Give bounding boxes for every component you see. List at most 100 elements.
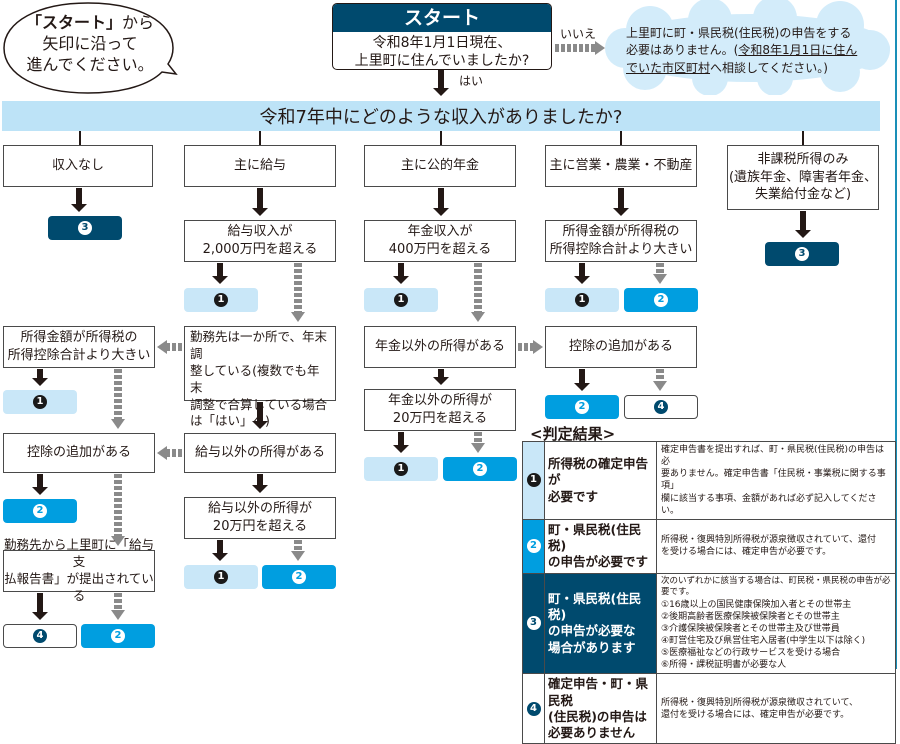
node-text: 給与以外の所得が (207, 501, 312, 517)
dashed-arrow-head (157, 340, 167, 354)
solid-arrow (393, 432, 409, 453)
cloud-line2-link: 令和8年1月1日に住ん (738, 43, 858, 58)
dashed-arrow-segment (294, 263, 302, 267)
start-question: 令和8年1月1日現在、 上里町に住んでいましたか? (333, 32, 551, 69)
dashed-arrow-segment (114, 534, 122, 536)
dashed-arrow-segment (573, 44, 577, 52)
solid-arrow (212, 540, 228, 561)
solid-arrow (252, 402, 268, 429)
result-number: 2 (473, 462, 487, 476)
dashed-arrow-segment (114, 369, 122, 373)
dashed-arrow-segment (114, 405, 122, 409)
node-salary-report: 勤務先から上里町に「給与支 払報告書」が提出されている (3, 537, 155, 603)
connector (802, 131, 804, 145)
category-label: 収入なし (51, 158, 104, 174)
dashed-arrow-segment (114, 528, 122, 532)
solid-arrow (212, 263, 228, 284)
node-text: 勤務先は一か所で、年末調 (190, 329, 328, 361)
legend-row-4: 4 確定申告・町・県民税(住民税)の申告は必要ありません 所得税・復興特別所得税… (522, 673, 896, 744)
dashed-arrow-segment (474, 275, 482, 279)
node-text: 20万円を超える (392, 411, 488, 426)
result-number: 4 (33, 629, 47, 643)
legend-desc: 還付を受ける場合には、確定申告が必要です。 (661, 709, 850, 720)
category-nontaxable: 非課税所得のみ (遺族年金、障害者年金、 失業給付金など) (727, 145, 879, 210)
dashed-arrow-head (471, 312, 485, 322)
solid-arrow (32, 474, 48, 495)
dashed-arrow-head (595, 41, 605, 55)
legend-title-text: (住民税)の申告は (548, 708, 647, 724)
result-number: 4 (654, 400, 668, 414)
start-title: スタート (333, 4, 551, 32)
node-left-income: 所得金額が所得税の 所得控除合計より大きい (3, 326, 155, 368)
dashed-arrow-segment (172, 449, 176, 457)
dashed-arrow-head (111, 536, 125, 546)
dashed-arrow-segment (114, 411, 122, 415)
connector (79, 131, 81, 145)
node-salary-other-over: 給与以外の所得が 20万円を超える (184, 497, 336, 539)
legend-desc: ⑥所得・課税証明書が必要な人 (661, 660, 787, 671)
solid-arrow (613, 188, 629, 216)
cloud-line3-plain: へ相談してください。) (710, 60, 828, 75)
dashed-arrow-segment (294, 281, 302, 285)
node-pension-other-income: 年金以外の所得がある (364, 326, 516, 368)
no-label: いいえ (560, 27, 597, 41)
result-2: 2 (545, 395, 619, 419)
dashed-arrow-segment (294, 546, 302, 550)
dashed-arrow-segment (114, 510, 122, 514)
node-text: 所得金額が所得税の (20, 330, 138, 346)
legend-row-2: 2 町・県民税(住民税)の申告が必要です 所得税・復興特別所得税が源泉徴収されて… (522, 518, 896, 574)
bubble-line1: から (122, 13, 155, 32)
dashed-arrow-segment (474, 293, 482, 297)
dashed-arrow-segment (656, 269, 664, 273)
node-text: 年金以外の所得がある (374, 339, 505, 355)
dashed-arrow-head (157, 446, 167, 460)
dashed-arrow-segment (591, 44, 595, 52)
category-salary: 主に給与 (184, 145, 336, 187)
node-text: 勤務先から上里町に「給与支 (4, 537, 155, 570)
flow-arrows (32, 41, 811, 620)
dashed-arrow-segment (294, 275, 302, 279)
node-pension-over: 年金収入が 400万円を超える (364, 220, 516, 262)
dashed-arrow-segment (294, 311, 302, 312)
legend-desc: 所得税・復興特別所得税が源泉徴収されていて、 (661, 697, 859, 708)
cloud-note: 上里町に町・県民税(住民税)の申告をする 必要はありません。(令和8年1月1日に… (626, 25, 886, 77)
dashed-arrow-segment (114, 399, 122, 403)
solid-arrow (252, 188, 268, 216)
node-text: 給与収入が (227, 224, 293, 240)
solid-arrow (433, 188, 449, 216)
node-salary-over: 給与収入が 2,000万円を超える (184, 220, 336, 262)
speech-bubble: 「スタート」から 矢印に沿って 進んでください。 (20, 13, 160, 75)
yes-label: はい (459, 74, 484, 88)
legend-title-text: 必要ありません (548, 725, 636, 741)
result-number: 1 (575, 293, 589, 307)
result-2: 2 (81, 624, 155, 648)
bubble-line2: 矢印に沿って (42, 33, 138, 53)
dashed-arrow-segment (114, 387, 122, 391)
node-salary-other-income: 給与以外の所得がある (184, 433, 336, 473)
connector (620, 131, 622, 145)
node-text: 所得控除合計より大きい (549, 242, 693, 257)
dashed-arrow-segment (114, 504, 122, 508)
dashed-arrow-segment (530, 343, 534, 351)
dashed-arrow-segment (474, 432, 482, 436)
dashed-arrow-segment (474, 287, 482, 291)
dashed-arrow-head (291, 312, 305, 322)
legend-number: 2 (526, 539, 541, 554)
result-number: 1 (394, 462, 408, 476)
dashed-arrow-segment (518, 343, 522, 351)
result-number: 3 (795, 247, 809, 261)
dashed-arrow-segment (294, 293, 302, 297)
legend-title-text: 町・県民税(住民税) (548, 521, 642, 554)
dashed-arrow-segment (561, 44, 565, 52)
dashed-arrow-segment (166, 449, 170, 457)
legend-title-text: 場合があります (548, 639, 636, 655)
node-text: 2,000万円を超える (202, 242, 318, 257)
node-text: 所得金額が所得税の (562, 224, 680, 240)
dashed-arrow-segment (656, 263, 664, 267)
dashed-arrow-segment (114, 605, 122, 609)
dashed-arrow-segment (114, 375, 122, 379)
node-text: 20万円を超える (212, 519, 308, 534)
node-text: 整している(複数でも年末 (190, 362, 320, 395)
dashed-arrow-segment (114, 492, 122, 496)
category-label: (遺族年金、障害者年金、 (728, 169, 878, 185)
